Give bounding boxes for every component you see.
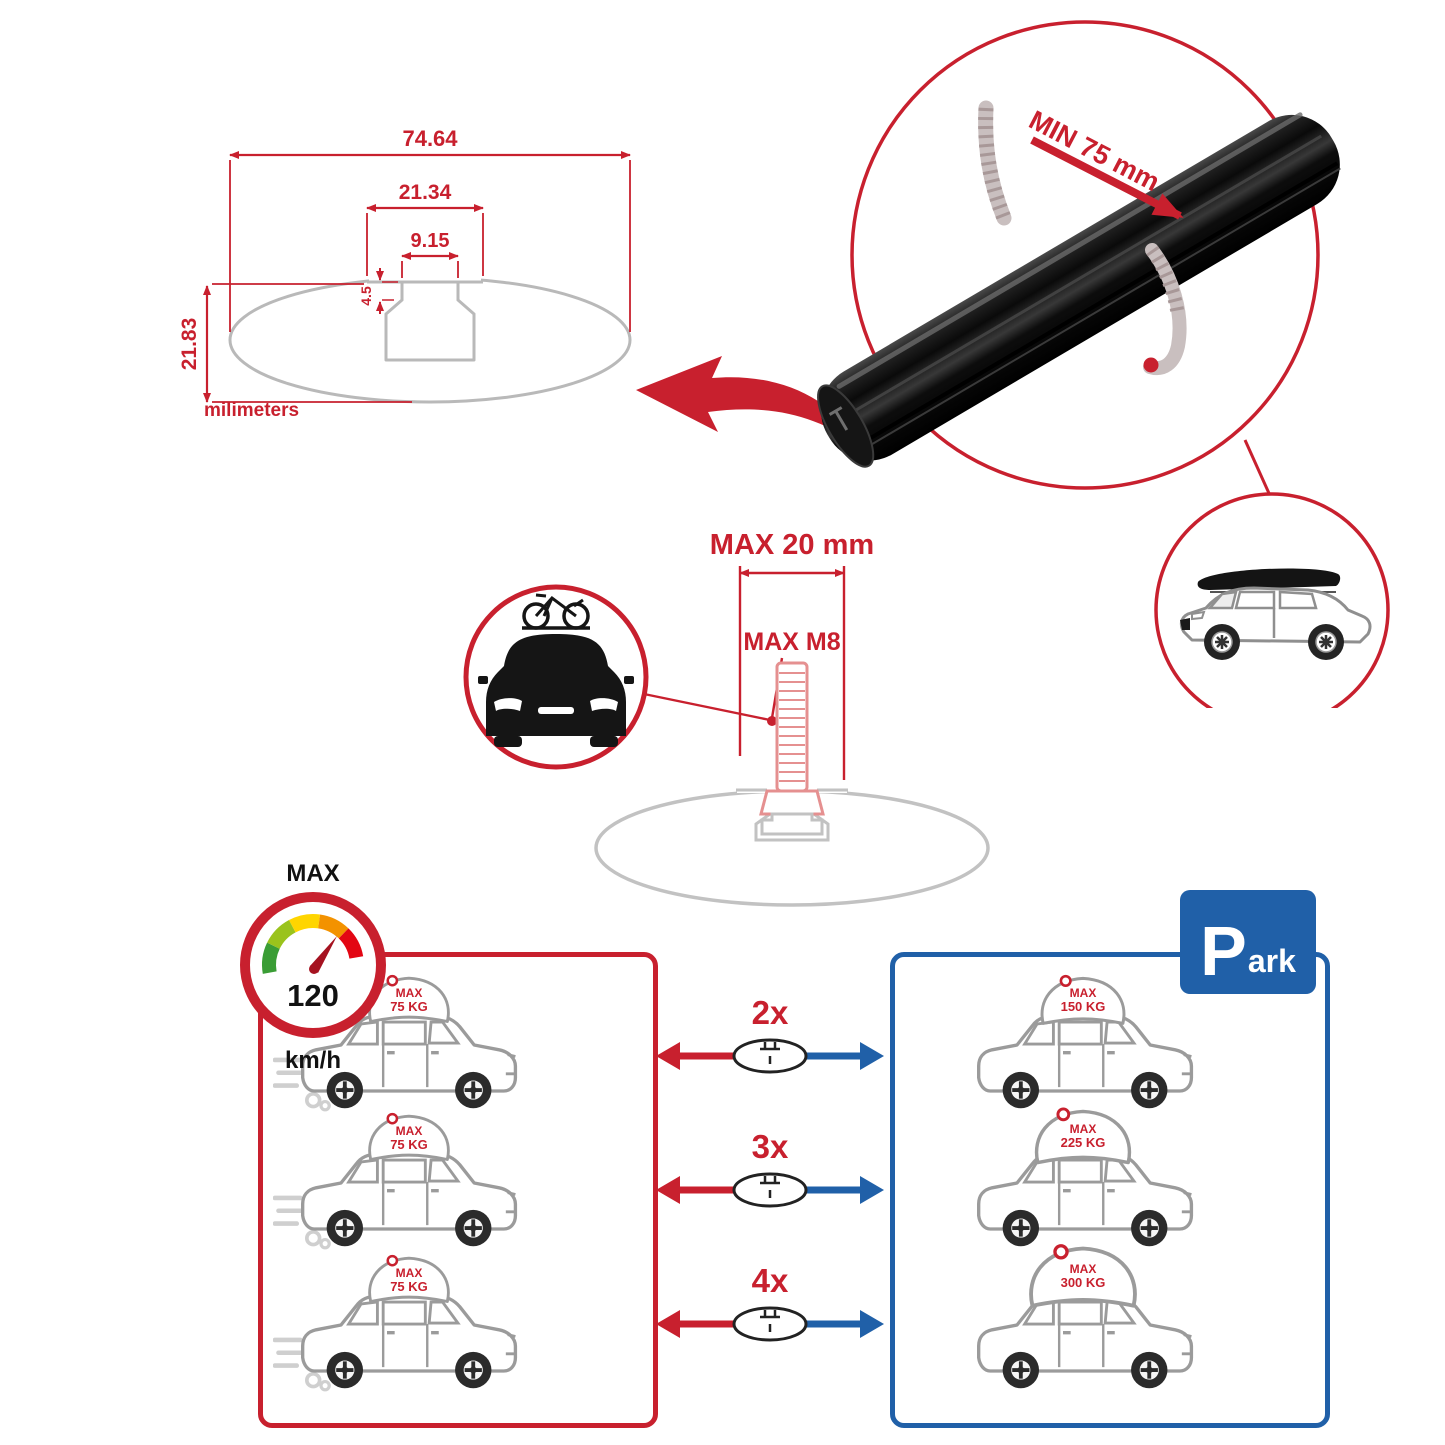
circle-connector-line — [1243, 439, 1274, 501]
speedometer-needle — [310, 936, 337, 973]
cargo-weight-text: 225 KG — [1060, 1135, 1106, 1151]
min-clamp-arrow — [1030, 136, 1184, 220]
right-arrowhead — [860, 1176, 884, 1204]
multiplier-row-1: 2x — [656, 994, 884, 1074]
dim-channel-width-label: 21.34 — [399, 181, 452, 204]
pointer-arrow-to-drawing — [636, 356, 862, 448]
car-front-bike-icon — [478, 593, 634, 747]
cargo-weight-text: 75 KG — [390, 999, 428, 1015]
cargo-max-text: MAX — [395, 1266, 423, 1280]
dimension-total-width — [229, 151, 631, 332]
multiplier-row-2: 3x — [656, 1128, 884, 1208]
speed-unit-label: km/h — [284, 1047, 341, 1074]
driving-row-3: MAX 75 KG — [277, 1251, 617, 1401]
cargo-weight-text: 150 KG — [1060, 999, 1106, 1015]
cargo-weight-label: MAX 225 KG — [1024, 1122, 1142, 1151]
speed-value: 120 — [287, 978, 339, 1013]
clamp-end-dot — [1143, 357, 1159, 373]
left-arrowhead — [656, 1310, 680, 1338]
parked-row-2: MAX 225 KG — [953, 1109, 1293, 1259]
speed-limit-indicator: MAX 120 km/h — [238, 860, 388, 1075]
max-length-label: MAX 20 mm — [710, 529, 874, 561]
dim-total-width-label: 74.64 — [402, 126, 458, 151]
parked-row-1: MAX 150 KG — [953, 971, 1293, 1121]
bolt-diagram: MAX 20 mm MAX M8 — [463, 529, 990, 907]
driving-load-panel: MAX 75 KG MAX 75 KG MAX 75 KG — [258, 952, 658, 1428]
cargo-max-text: MAX — [1069, 1122, 1097, 1136]
clamp-rod-top — [978, 100, 1012, 226]
speedometer-icon: 120 — [240, 892, 386, 1038]
right-arrowhead — [860, 1310, 884, 1338]
park-sign-ark: ark — [1247, 943, 1296, 980]
multiplier-row-3: 4x — [656, 1262, 884, 1342]
multiplier-label: 3x — [752, 1128, 789, 1165]
dimension-channel-width — [366, 204, 484, 276]
cargo-weight-label: MAX 150 KG — [1031, 986, 1135, 1015]
cargo-weight-text: 300 KG — [1060, 1275, 1106, 1291]
cargo-max-text: MAX — [395, 986, 423, 1000]
park-sign-p: P — [1200, 911, 1247, 990]
left-arrowhead — [656, 1176, 680, 1204]
bolt-dimension-lines — [738, 566, 846, 780]
multiplier-label: 4x — [752, 1262, 789, 1299]
multiplier-label: 2x — [752, 994, 789, 1031]
dim-slot-width-label: 9.15 — [411, 230, 450, 252]
dimension-slot-width — [401, 252, 459, 278]
cargo-weight-text: 75 KG — [390, 1137, 428, 1153]
right-arrowhead — [860, 1042, 884, 1070]
crossbar-3d — [817, 112, 1341, 468]
cross-section-diagram: 74.64 21.34 9.15 4.5 21.83 milimeters — [178, 126, 632, 421]
driving-row-2: MAX 75 KG — [277, 1109, 617, 1259]
speed-max-label: MAX — [286, 860, 340, 887]
dim-total-height-label: 21.83 — [178, 318, 201, 371]
crossbar-profile — [228, 273, 632, 404]
left-arrowhead — [656, 1042, 680, 1070]
bolt-head — [759, 789, 825, 816]
parked-row-3: MAX 300 KG — [953, 1251, 1293, 1401]
cargo-weight-label: MAX 300 KG — [1017, 1262, 1149, 1291]
crossbar-detail-diagram: MIN 75 mm — [817, 20, 1390, 708]
dim-slot-depth-label: 4.5 — [358, 286, 374, 306]
cargo-weight-text: 75 KG — [390, 1279, 428, 1295]
cargo-max-text: MAX — [1069, 986, 1097, 1000]
dimension-total-height — [203, 283, 412, 403]
max-thread-label: MAX M8 — [743, 628, 840, 656]
roof-box — [1197, 568, 1341, 590]
cargo-max-text: MAX — [395, 1124, 423, 1138]
circle-pointer-line — [643, 692, 771, 722]
bolt-shaft — [775, 661, 809, 793]
clamp-strap-bottom — [1143, 243, 1187, 375]
thread-pointer-dot — [767, 716, 777, 726]
t-slot-nut — [760, 812, 824, 836]
car-with-roofbox-icon — [1179, 568, 1372, 660]
park-sign: P ark — [1180, 890, 1316, 994]
cargo-weight-label: MAX 75 KG — [359, 1124, 459, 1153]
cargo-weight-label: MAX 75 KG — [359, 1266, 459, 1295]
cargo-max-text: MAX — [1069, 1262, 1097, 1276]
parked-load-panel: MAX 150 KG MAX 225 KG MAX 300 KG — [890, 952, 1330, 1428]
unit-label: milimeters — [204, 400, 299, 421]
driving-row-1: MAX 75 KG — [277, 971, 617, 1121]
dimension-slot-depth — [376, 268, 398, 314]
cargo-weight-label: MAX 75 KG — [359, 986, 459, 1015]
